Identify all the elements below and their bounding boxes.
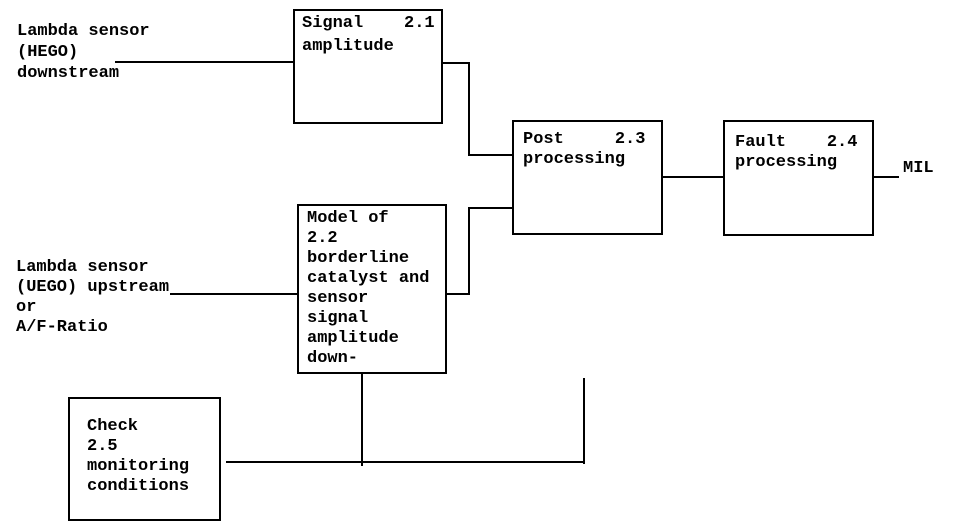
model-box-line: sensor xyxy=(307,289,369,308)
model-box-line: catalyst and xyxy=(307,269,430,288)
model-box-line: signal xyxy=(307,309,369,328)
borderline-catalyst-model-box: Model of 2.2 borderline catalyst and sen… xyxy=(297,204,447,374)
signal-box-line: Signal 2.1 xyxy=(302,14,435,33)
check-box-line: monitoring xyxy=(87,457,190,476)
connector-model-to-post-horizontal-2 xyxy=(468,207,512,209)
model-box-line: Model of xyxy=(307,209,389,228)
connector-signal-to-post-horizontal-1 xyxy=(441,62,470,64)
signal-amplitude-box: Signal 2.1 amplitude xyxy=(293,9,443,124)
model-box-line: down- xyxy=(307,349,359,368)
connector-signal-to-post-vertical xyxy=(468,62,470,156)
mil-output-label: MIL xyxy=(903,159,934,178)
model-box-line: 2.2 xyxy=(307,229,338,248)
check-box-line: conditions xyxy=(87,477,190,496)
hego-label-line: Lambda sensor xyxy=(17,22,150,41)
connector-post-to-fault xyxy=(661,176,723,178)
check-monitoring-conditions-box: Check 2.5 monitoring conditions xyxy=(68,397,221,521)
uego-label-line: (UEGO) upstream xyxy=(16,278,170,297)
connector-model-to-post-vertical xyxy=(468,207,470,295)
check-box-line: Check xyxy=(87,417,139,436)
connector-signal-to-post-horizontal-2 xyxy=(468,154,512,156)
connector-check-up-vertical xyxy=(583,378,585,464)
fault-box-line: processing xyxy=(735,153,838,172)
hego-label-line: (HEGO) xyxy=(17,43,79,62)
connector-model-to-post-horizontal-1 xyxy=(445,293,470,295)
uego-label-line: A/F-Ratio xyxy=(16,318,108,337)
connector-model-down-vertical xyxy=(361,372,363,466)
fault-box-line: Fault 2.4 xyxy=(735,133,858,152)
uego-label-line: Lambda sensor xyxy=(16,258,149,277)
post-box-line: processing xyxy=(523,150,626,169)
connector-fault-to-mil xyxy=(873,176,899,178)
hego-label-line: downstream xyxy=(17,64,120,83)
model-box-line: borderline xyxy=(307,249,410,268)
uego-upstream-label: Lambda sensor (UEGO) upstream or A/F-Rat… xyxy=(16,258,169,338)
post-processing-box: Post 2.3 processing xyxy=(512,120,663,235)
uego-label-line: or xyxy=(16,298,37,317)
connector-uego-to-model xyxy=(170,293,297,295)
connector-check-conditions-horizontal xyxy=(226,461,585,463)
connector-hego-to-signal xyxy=(115,61,293,63)
model-box-line: amplitude xyxy=(307,329,399,348)
hego-downstream-label: Lambda sensor (HEGO) downstream xyxy=(17,21,150,84)
signal-box-line: amplitude xyxy=(302,37,394,56)
check-box-line: 2.5 xyxy=(87,437,118,456)
post-box-line: Post 2.3 xyxy=(523,130,646,149)
fault-processing-box: Fault 2.4 processing xyxy=(723,120,874,236)
